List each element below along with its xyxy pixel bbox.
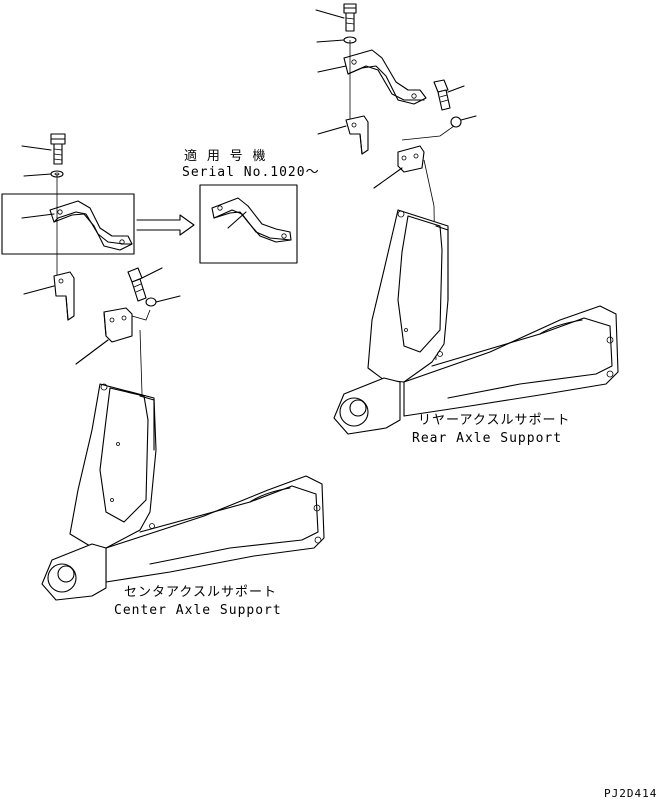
leader-bolt-left-mid: [141, 267, 163, 279]
strap-bracket-right: [343, 49, 427, 105]
serial-note-number: Serial No.1020～: [182, 165, 320, 180]
leader-washer-left: [23, 173, 52, 177]
serial-note-title: 適 用 号 機: [184, 149, 267, 164]
leader-bolt-right-top: [315, 9, 345, 19]
clip-bracket-left: [53, 271, 75, 321]
leader-clip-right: [317, 125, 347, 135]
center-support-label-jp: センタアクスルサポート: [124, 585, 277, 600]
leader-washer-left-mid: [155, 295, 181, 303]
leader-mount-right: [373, 167, 403, 189]
variant-box: [199, 184, 298, 264]
leader-bolt-right-mid: [447, 85, 465, 93]
bracket-callout-frame: [1, 193, 135, 255]
leader-clip-left: [23, 285, 55, 295]
leader-bolt-left-top: [21, 145, 52, 151]
strap-bracket-left: [49, 200, 133, 251]
leader-strap-right: [317, 65, 347, 73]
leader-variant: [227, 211, 247, 229]
center-axle-support: [41, 383, 325, 601]
center-support-label-en: Center Axle Support: [114, 603, 282, 618]
washer-right-mid: [450, 116, 462, 128]
bolt-right-top: [343, 3, 357, 32]
leader-strap-left: [21, 213, 55, 219]
bolt-left-top: [50, 133, 66, 165]
arrow-to-variant: [136, 214, 195, 236]
rear-support-label-jp: リヤーアクスルサポート: [418, 413, 571, 428]
washer-left-mid: [145, 297, 157, 307]
leader-washer-right-mid: [460, 115, 477, 121]
mount-bracket-left: [103, 307, 151, 343]
drawing-code: PJ2D414: [604, 787, 658, 800]
leader-mount-left: [75, 339, 109, 365]
rear-axle-support: [333, 209, 619, 435]
clip-bracket-right: [345, 115, 369, 155]
strap-bracket-variant: [211, 197, 292, 243]
leader-washer-right: [316, 39, 345, 43]
bolt-left-mid: [127, 267, 147, 302]
bolt-right-mid: [433, 79, 451, 111]
mount-bracket-right: [397, 145, 425, 173]
rear-support-label-en: Rear Axle Support: [412, 431, 563, 446]
